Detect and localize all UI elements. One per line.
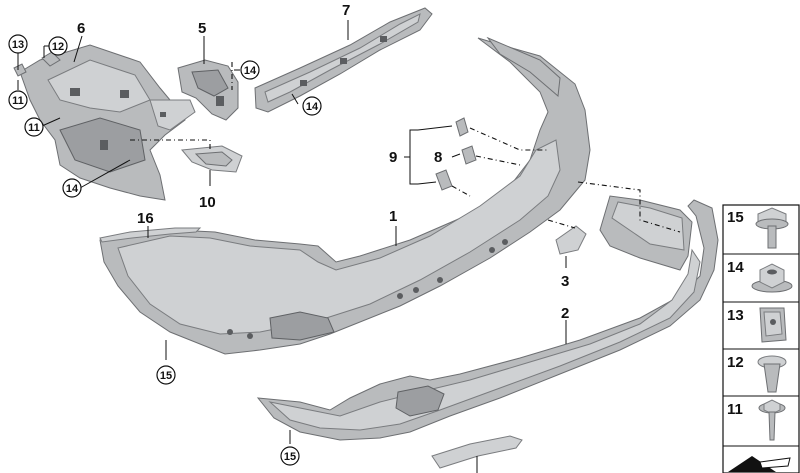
legend-frame: [722, 204, 800, 473]
callout-9: 9: [389, 149, 397, 166]
legend-label-12: 12: [727, 354, 744, 371]
legend-label-11: 11: [727, 401, 743, 418]
bracket-left-part: [13, 44, 196, 201]
callout-6: 6: [77, 20, 85, 37]
clip-bracket-part: [435, 117, 477, 191]
callout-10: 10: [199, 194, 216, 211]
bracket-small-part: [177, 59, 239, 121]
callout-14b: 14: [244, 65, 257, 77]
circle-13: [8, 34, 28, 54]
legend-label-14: 14: [727, 259, 744, 276]
circle-14c: [302, 96, 322, 116]
callout-5: 5: [198, 20, 206, 37]
callout-16: 16: [137, 210, 154, 227]
legend-row-15: 15: [727, 207, 789, 249]
leader-lines: [17, 20, 567, 473]
circle-11a: [8, 90, 28, 110]
legend-row-13: 13: [727, 307, 787, 343]
cover-cap-part: [555, 225, 587, 255]
legend-row-14: 14: [727, 259, 793, 293]
carrier-bar-part: [254, 7, 433, 113]
callout-7: 7: [342, 2, 350, 19]
callout-labels: 1 2 3 5 6 7 8 9 10 16: [77, 2, 569, 322]
dashed-leaders: [130, 62, 681, 233]
hex-nut-flange-icon: [751, 263, 793, 293]
circle-14a: [62, 178, 82, 198]
callout-3: 3: [561, 273, 569, 290]
callout-13: 13: [12, 39, 24, 51]
legend-label-15: 15: [727, 209, 744, 226]
callout-15b: 15: [284, 451, 296, 463]
legend-row-11: 11: [727, 399, 786, 441]
lower-strip-part: [431, 435, 523, 469]
circle-11b: [24, 117, 44, 137]
circle-15a: [156, 365, 176, 385]
callout-11b: 11: [28, 122, 40, 134]
expanding-rivet-icon: [757, 355, 787, 393]
legend-row-12: 12: [727, 354, 787, 393]
callout-15a: 15: [160, 370, 172, 382]
circled-callouts: 13 12 11 11 14 14 14 15 15: [8, 34, 322, 466]
callout-1: 1: [389, 208, 397, 225]
callout-14c: 14: [306, 101, 319, 113]
callout-14a: 14: [66, 183, 79, 195]
circle-12: [48, 36, 68, 56]
legend-bottom-icon: [728, 456, 791, 472]
trim-strip-part: [99, 227, 202, 243]
fastener-legend: 15 14 13 12: [722, 204, 800, 473]
screw-washer-icon: [758, 399, 786, 441]
bumper-panel-part: [99, 36, 591, 355]
callout-8: 8: [434, 149, 442, 166]
callout-2: 2: [561, 305, 569, 322]
spring-nut-clip-icon: [759, 307, 787, 343]
circle-14b: [240, 60, 260, 80]
callout-11a: 11: [12, 95, 24, 107]
callout-12: 12: [52, 41, 64, 53]
legend-label-13: 13: [727, 307, 744, 324]
circle-15b: [280, 446, 300, 466]
torx-bolt-washer-icon: [755, 207, 789, 249]
diffuser-part: [256, 195, 719, 441]
reflector-part: [181, 145, 243, 173]
